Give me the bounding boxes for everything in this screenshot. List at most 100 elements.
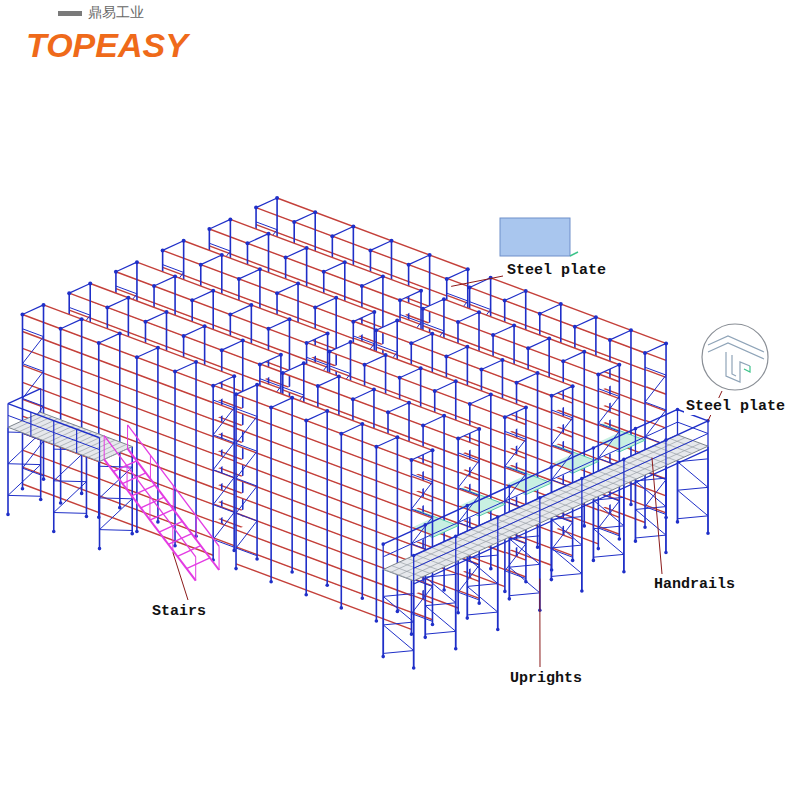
rack-joint	[421, 307, 425, 311]
rack-member	[99, 438, 100, 462]
plate-edge	[570, 252, 578, 256]
rack-joint	[360, 284, 364, 288]
rack-joint	[381, 655, 385, 659]
rack-joint	[445, 277, 449, 281]
rack-joint	[381, 542, 385, 546]
rack-joint	[211, 384, 215, 388]
rack-joint	[428, 253, 432, 257]
rack-member	[467, 555, 498, 615]
rack-member	[551, 467, 552, 492]
rack-joint	[6, 513, 10, 517]
rack-joint	[368, 248, 372, 252]
rack-joint	[343, 260, 347, 264]
rack-member	[383, 409, 677, 544]
rack-member	[645, 343, 666, 353]
rack-joint	[571, 559, 575, 563]
rack-joint	[580, 477, 584, 481]
rack-member	[406, 443, 700, 578]
rack-member	[318, 376, 339, 386]
rack-member	[332, 227, 353, 237]
rack-member	[8, 415, 100, 449]
rack-joint	[67, 291, 71, 295]
rack-joint	[374, 445, 378, 449]
rack-member	[40, 389, 41, 413]
rack-joint	[326, 331, 330, 335]
rack-joint	[503, 299, 507, 303]
rack-member	[256, 198, 277, 208]
rack-member	[236, 409, 257, 556]
rack-member	[425, 525, 426, 550]
rack-member	[610, 330, 631, 340]
rack-joint	[164, 310, 168, 314]
rack-member	[60, 329, 62, 503]
rack-member	[81, 319, 83, 493]
rack-joint	[156, 346, 160, 350]
rack-joint	[456, 611, 460, 615]
rack-joint	[389, 239, 393, 243]
rack-member	[411, 460, 413, 634]
rack-member	[423, 299, 444, 309]
rack-joint	[232, 374, 236, 378]
rack-joint	[258, 362, 262, 366]
rack-member	[22, 315, 24, 489]
rack-member	[7, 427, 9, 514]
rack-member	[107, 298, 128, 308]
rack-member	[76, 429, 77, 453]
rack-member	[157, 348, 159, 522]
rack-joint	[398, 376, 402, 380]
rack-member	[388, 403, 409, 413]
rack-joint	[617, 363, 621, 367]
rack-member	[470, 394, 491, 404]
rack-member	[94, 444, 127, 459]
rack-joint	[423, 523, 427, 527]
logo-chinese: 鼎易工业	[86, 4, 146, 20]
rack-member	[236, 394, 411, 460]
rack-member	[82, 440, 115, 455]
leader-line	[539, 579, 540, 667]
rack-joint	[130, 532, 134, 536]
rack-joint	[592, 446, 596, 450]
rack-joint	[275, 291, 279, 295]
rack-joint	[477, 601, 481, 605]
rack-member	[598, 365, 619, 375]
rack-joint	[395, 435, 399, 439]
rack-member	[362, 424, 364, 598]
rack-joint	[412, 666, 416, 670]
rack-joint	[410, 632, 414, 636]
rack-joint	[88, 282, 92, 286]
rack-member	[505, 291, 526, 301]
rack-member	[69, 284, 90, 294]
rack-member	[213, 376, 234, 386]
rack-member	[213, 400, 234, 547]
rack-joint	[550, 465, 554, 469]
rack-member	[173, 486, 174, 510]
rack-joint	[241, 339, 245, 343]
rack-joint	[360, 422, 364, 426]
detail-circle	[702, 324, 768, 390]
rack-joint	[173, 544, 177, 548]
rack-member	[286, 248, 307, 258]
rack-member	[239, 269, 260, 279]
rack-joint	[524, 406, 528, 410]
leader-line	[451, 276, 503, 286]
rack-joint	[423, 636, 427, 640]
rack-joint	[398, 298, 402, 302]
rack-joint	[396, 610, 400, 614]
rack-joint	[491, 333, 495, 337]
rack-joint	[245, 241, 249, 245]
rack-joint	[207, 227, 211, 231]
rack-joint	[561, 359, 565, 363]
rack-joint	[442, 414, 446, 418]
rack-member	[195, 362, 197, 536]
rack-joint	[322, 270, 326, 274]
rack-joint	[629, 503, 633, 507]
rack-member	[22, 315, 213, 386]
rack-joint	[21, 487, 25, 491]
rack-joint	[676, 520, 680, 524]
rack-member	[575, 317, 596, 327]
rack-member	[54, 449, 87, 513]
rack-joint	[290, 396, 294, 400]
rack-member	[539, 498, 540, 523]
rack-member	[61, 319, 82, 329]
rack-member	[411, 450, 432, 460]
